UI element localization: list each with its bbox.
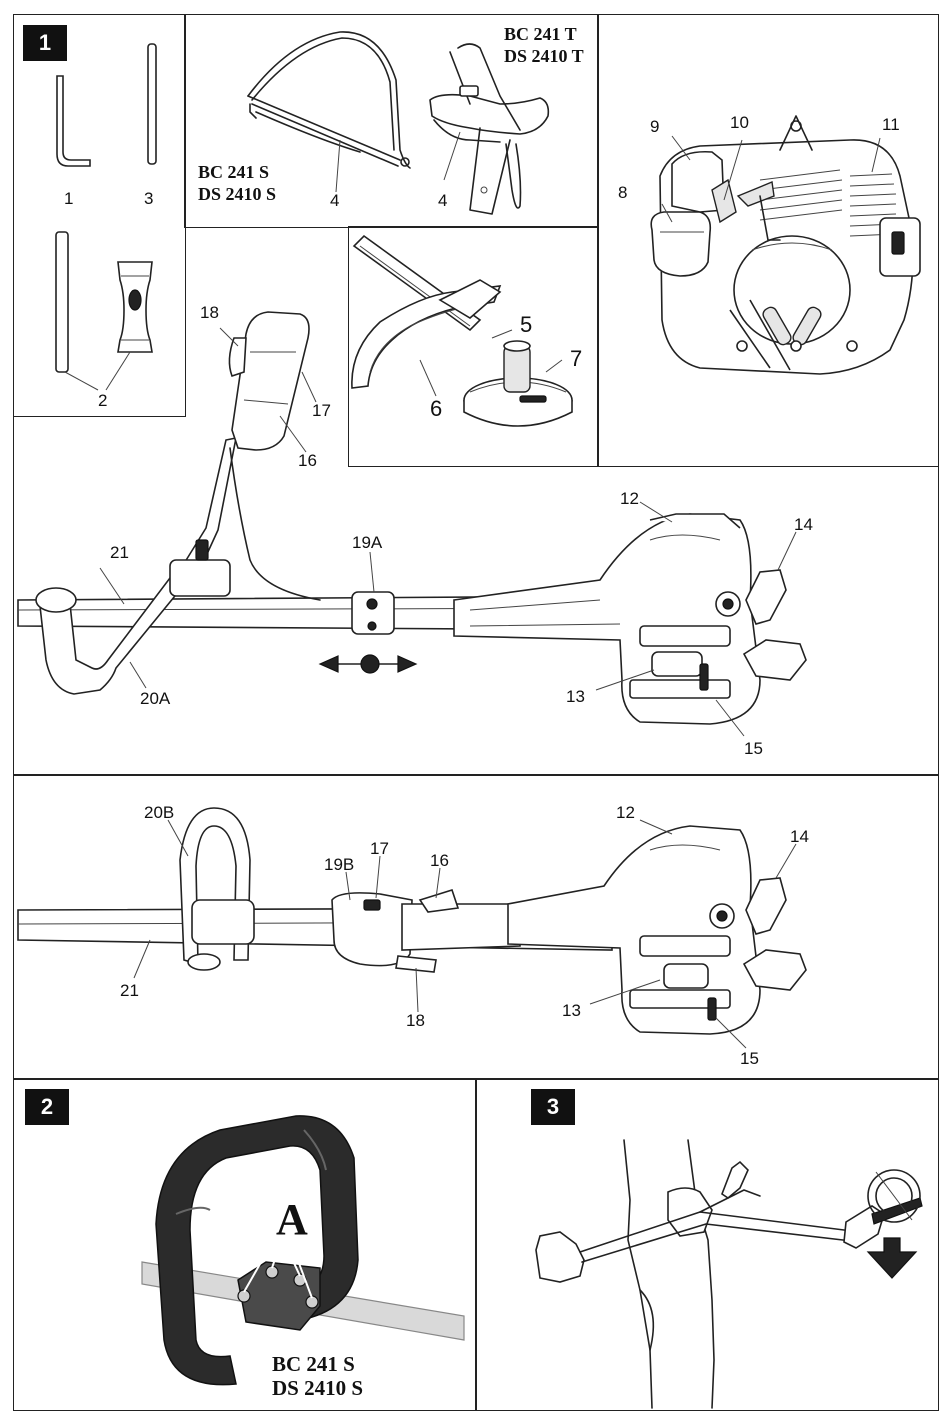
double-harness <box>430 44 548 214</box>
operator-with-trimmer <box>536 1140 922 1408</box>
strap-s-model-line2: DS 2410 S <box>198 184 276 204</box>
callout-16-b: 16 <box>430 852 449 869</box>
engine-closeup <box>651 116 920 374</box>
leader-2a <box>65 372 98 390</box>
trimmer-loop-handle-version <box>18 312 806 736</box>
callout-13-a: 13 <box>566 688 585 705</box>
long-rod-tool <box>56 232 68 372</box>
callout-13-b: 13 <box>562 1002 581 1019</box>
callout-19A: 19A <box>352 534 382 551</box>
fig2-model-line2: DS 2410 S <box>272 1376 363 1400</box>
callout-15-a: 15 <box>744 740 763 757</box>
callout-4-strap-s: 4 <box>330 192 339 209</box>
callout-19B: 19B <box>324 856 354 873</box>
hex-key-tool <box>57 76 90 166</box>
callout-21-a: 21 <box>110 544 129 561</box>
callout-7: 7 <box>570 348 582 370</box>
box-spanner-tool <box>118 262 152 352</box>
callout-21-b: 21 <box>120 982 139 999</box>
callout-8: 8 <box>618 184 627 201</box>
callout-18-a: 18 <box>200 304 219 321</box>
rod-tool <box>148 44 156 164</box>
single-shoulder-strap <box>248 32 410 192</box>
fig2-model-line1: BC 241 S <box>272 1352 355 1376</box>
callout-12-a: 12 <box>620 490 639 507</box>
callout-14-a: 14 <box>794 516 813 533</box>
callout-10: 10 <box>730 114 749 131</box>
callout-9: 9 <box>650 118 659 135</box>
callout-18-b: 18 <box>406 1012 425 1029</box>
callout-11: 11 <box>882 116 900 133</box>
callout-5: 5 <box>520 314 532 336</box>
callout-12-b: 12 <box>616 804 635 821</box>
callout-20A: 20A <box>140 690 170 707</box>
callout-20B: 20B <box>144 804 174 821</box>
callout-4-strap-t: 4 <box>438 192 447 209</box>
callout-14-b: 14 <box>790 828 809 845</box>
callout-6: 6 <box>430 398 442 420</box>
callout-2: 2 <box>98 392 107 409</box>
guard-and-trimmer-head <box>352 236 572 426</box>
leader-2b <box>106 352 130 390</box>
strap-t-model-line1: BC 241 T <box>504 24 577 44</box>
callout-16-a: 16 <box>298 452 317 469</box>
callout-17-b: 17 <box>370 840 389 857</box>
label-A: A <box>276 1198 308 1242</box>
strap-s-model-line1: BC 241 S <box>198 162 269 182</box>
callout-17-a: 17 <box>312 402 331 419</box>
strap-t-model-line2: DS 2410 T <box>504 46 584 66</box>
callout-15-b: 15 <box>740 1050 759 1067</box>
callout-1: 1 <box>64 190 73 207</box>
loop-handle-closeup <box>142 1116 464 1385</box>
callout-3: 3 <box>144 190 153 207</box>
